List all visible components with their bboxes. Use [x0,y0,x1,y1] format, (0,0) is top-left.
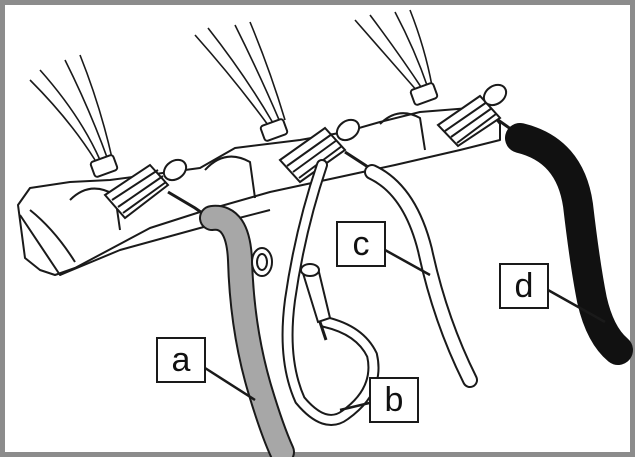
callout-d: d [499,263,549,309]
callout-a: a [156,337,206,383]
fitting-left [89,154,206,220]
callout-a-label: a [172,341,191,379]
side-port [251,247,273,277]
hose-a-fill [201,206,293,457]
callout-leaders [204,248,606,412]
hose-d [505,123,633,365]
hose-b [281,159,380,426]
fitting-middle [259,118,376,184]
callout-b-label: b [385,381,404,419]
callout-c: c [336,221,386,267]
callout-b: b [369,377,419,423]
callout-d-label: d [515,267,534,305]
manifold-block [17,107,501,276]
hose-c [364,164,478,388]
callout-c-label: c [353,225,370,263]
upper-cables [29,9,433,161]
probe-fitting [300,263,332,341]
